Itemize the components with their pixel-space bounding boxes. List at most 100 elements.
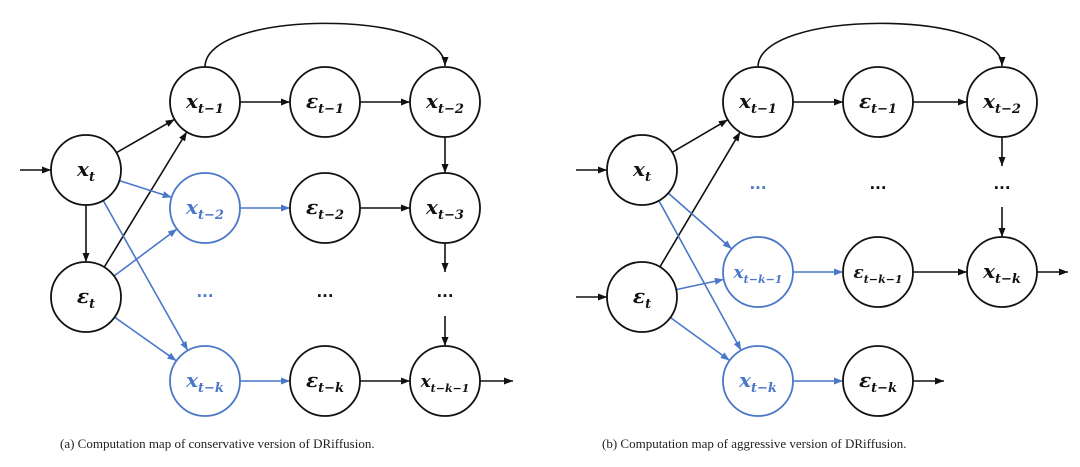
node-et: εt — [606, 261, 678, 333]
node-subscript: t−k — [751, 381, 777, 396]
node-label: xt — [632, 157, 651, 185]
node-ek: εt−k — [842, 345, 914, 417]
node-label: εt−2 — [306, 195, 344, 223]
ellipsis-d2: ··· — [316, 287, 333, 305]
node-symbol: x — [733, 263, 745, 283]
node-subscript: t−k−1 — [744, 273, 783, 286]
node-circle — [966, 236, 1038, 308]
node-circle — [289, 345, 361, 417]
node-symbol: x — [185, 195, 199, 219]
node-circle — [409, 345, 481, 417]
node-label: xt−k — [185, 368, 224, 396]
ellipsis-d2: ··· — [869, 179, 886, 197]
node-symbol: ε — [859, 89, 871, 113]
node-circle — [842, 345, 914, 417]
node-subscript: t−1 — [198, 102, 224, 117]
node-subscript: t−1 — [751, 102, 777, 117]
node-label: εt−k — [859, 368, 897, 396]
node-label: εt — [633, 284, 651, 312]
node-symbol: x — [185, 89, 199, 113]
edge-et-to-bxk — [114, 316, 177, 362]
node-symbol: x — [982, 259, 996, 283]
node-circle — [169, 66, 241, 138]
node-label: xt−2 — [425, 89, 464, 117]
node-symbol: ε — [633, 284, 645, 308]
node-xt: xt — [50, 134, 122, 206]
edge-xt-to-x1 — [115, 118, 176, 154]
node-symbol: x — [632, 157, 646, 181]
node-subscript: t−2 — [438, 102, 464, 117]
node-circle — [409, 172, 481, 244]
node-bxk1: xt−k−1 — [722, 236, 794, 308]
node-x3: xt−3 — [409, 172, 481, 244]
node-bxk: xt−k — [169, 345, 241, 417]
node-bxk: xt−k — [722, 345, 794, 417]
node-ek: εt−k — [289, 345, 361, 417]
node-circle — [722, 66, 794, 138]
edge-et-to-bx2 — [113, 228, 178, 277]
node-symbol: x — [982, 89, 996, 113]
node-symbol: x — [420, 372, 432, 392]
node-e2: εt−2 — [289, 172, 361, 244]
node-circle — [606, 261, 678, 333]
edge-et-to-bxk1 — [676, 277, 724, 291]
node-xk: xt−k — [966, 236, 1038, 308]
node-symbol: ε — [853, 263, 863, 283]
node-symbol: x — [425, 195, 439, 219]
node-label: xt−1 — [185, 89, 224, 117]
ellipsis-d3: ··· — [436, 287, 453, 305]
node-label: xt−3 — [425, 195, 464, 223]
node-circle — [842, 66, 914, 138]
node-symbol: x — [76, 157, 90, 181]
node-circle — [169, 172, 241, 244]
caption-conservative: (a) Computation map of conservative vers… — [60, 436, 375, 451]
node-symbol: ε — [306, 195, 318, 219]
node-subscript: t−2 — [995, 102, 1021, 117]
node-xt: xt — [606, 134, 678, 206]
node-symbol: x — [185, 368, 199, 392]
edge-xt-to-bxk — [102, 200, 189, 351]
edge-et-to-x1 — [103, 131, 188, 268]
node-label: xt−k — [738, 368, 777, 396]
node-subscript: t — [89, 297, 95, 312]
node-subscript: t−k — [318, 381, 344, 396]
node-x2: xt−2 — [966, 66, 1038, 138]
node-subscript: t−k — [995, 272, 1021, 287]
node-subscript: t−k−1 — [864, 273, 903, 286]
node-symbol: ε — [306, 368, 318, 392]
edge-et-to-bxk — [669, 316, 731, 362]
node-subscript: t−2 — [318, 208, 344, 223]
node-subscript: t−k — [198, 381, 224, 396]
node-x1: xt−1 — [722, 66, 794, 138]
node-label: xt−k — [982, 259, 1021, 287]
node-bx2: xt−2 — [169, 172, 241, 244]
node-subscript: t — [645, 297, 651, 312]
node-subscript: t−3 — [438, 208, 464, 223]
node-circle — [50, 261, 122, 333]
node-x1: xt−1 — [169, 66, 241, 138]
ellipsis-d1: ··· — [749, 179, 766, 197]
node-label: xt−2 — [982, 89, 1021, 117]
node-e1: εt−1 — [842, 66, 914, 138]
node-label: εt−1 — [306, 89, 344, 117]
node-subscript: t−2 — [198, 208, 224, 223]
node-label: εt — [77, 284, 95, 312]
node-circle — [842, 236, 914, 308]
node-label: εt−1 — [859, 89, 897, 117]
ellipsis-d3: ··· — [993, 179, 1010, 197]
edge-et-to-x1 — [659, 131, 741, 268]
node-symbol: ε — [306, 89, 318, 113]
node-et: εt — [50, 261, 122, 333]
node-symbol: x — [738, 89, 752, 113]
node-ek1: εt−k−1 — [842, 236, 914, 308]
node-subscript: t — [645, 170, 651, 185]
node-subscript: t−k — [871, 381, 897, 396]
node-symbol: ε — [859, 368, 871, 392]
node-circle — [289, 66, 361, 138]
node-symbol: x — [425, 89, 439, 113]
node-label: εt−k−1 — [853, 263, 902, 286]
node-circle — [606, 134, 678, 206]
node-subscript: t−k−1 — [431, 382, 470, 395]
